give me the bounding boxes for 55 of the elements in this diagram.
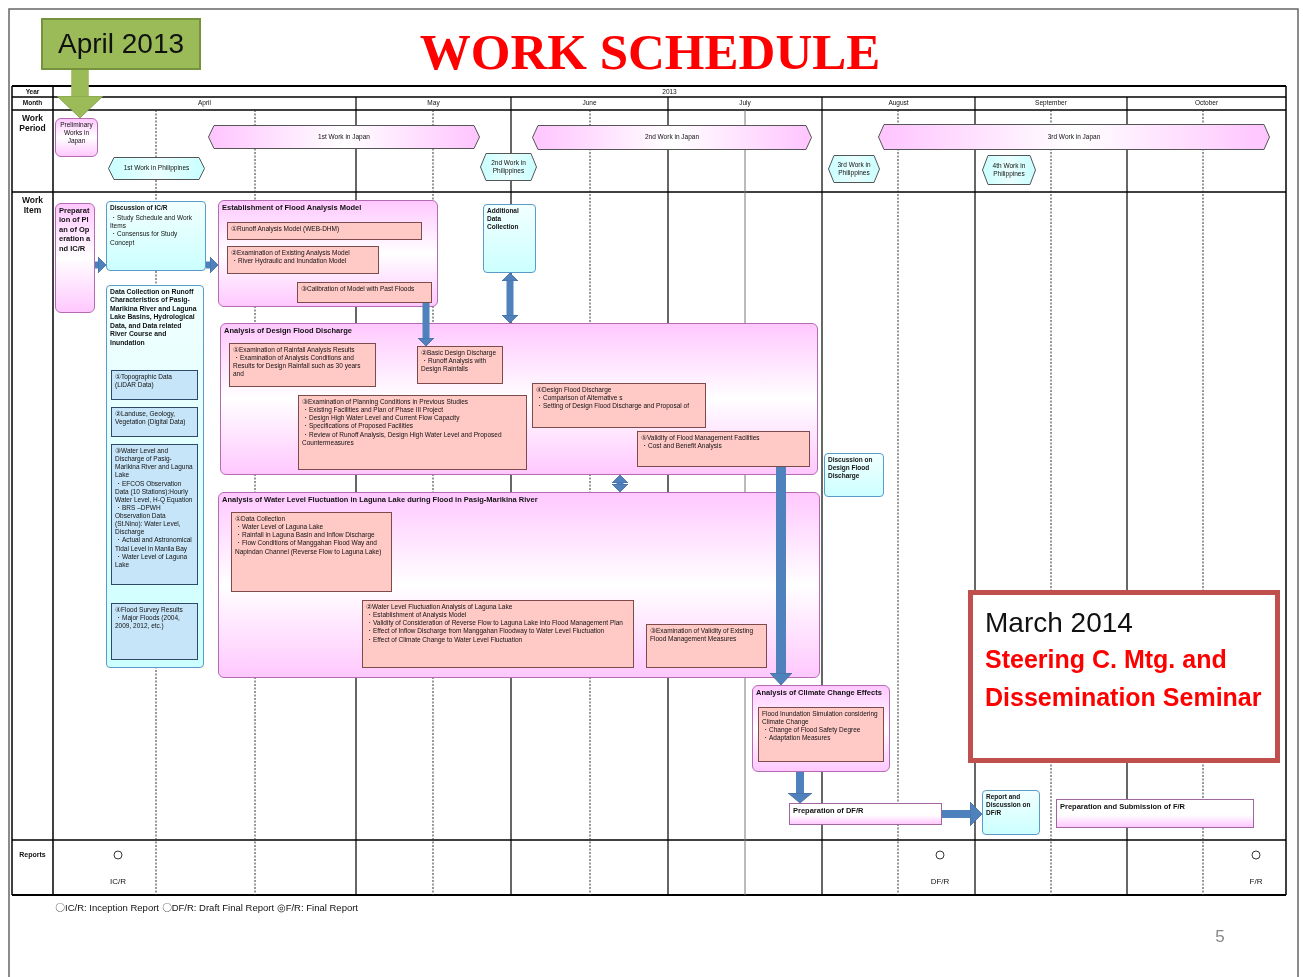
- callout-text: Steering C. Mtg. and Dissemination Seminar: [985, 644, 1263, 713]
- work-period-hexagon: [828, 155, 880, 183]
- subtask-box: [362, 600, 634, 668]
- subtask-box: [532, 383, 706, 428]
- block-arrow: [942, 801, 983, 827]
- block-arrow: [501, 272, 519, 324]
- task-box: [982, 790, 1040, 835]
- task-group-box: [218, 492, 820, 678]
- task-box: [106, 285, 204, 668]
- subtask-box: [646, 624, 767, 668]
- work-period-hexagon: [982, 155, 1036, 185]
- block-arrow: [787, 772, 813, 804]
- callout-text: March 2014: [985, 606, 1134, 640]
- task-group-box: [218, 200, 438, 307]
- block-arrow: [56, 70, 104, 119]
- block-arrow: [206, 256, 219, 274]
- report-label: DF/R: [929, 877, 951, 887]
- subtask-box: [227, 246, 379, 274]
- task-box: [824, 453, 884, 497]
- date-callout: [41, 18, 201, 70]
- task-group-box: [752, 685, 890, 772]
- callout-text: April 2013: [57, 28, 185, 60]
- subtask-box: [758, 707, 884, 762]
- data-item-box: [111, 603, 198, 660]
- page-title: WORK SCHEDULE: [418, 24, 882, 81]
- report-label: F/R: [1248, 877, 1264, 887]
- row-header: Work Period: [18, 114, 47, 134]
- row-header: Work Item: [20, 196, 45, 216]
- subtask-box: [637, 431, 810, 467]
- data-item-box: [111, 407, 198, 437]
- milestone-callout: [968, 590, 1280, 763]
- task-bar: [789, 803, 942, 825]
- report-label: IC/R: [109, 877, 127, 887]
- subtask-box: [229, 343, 376, 387]
- task-box: [483, 204, 536, 273]
- data-item-box: [111, 370, 198, 400]
- block-arrow: [417, 303, 435, 347]
- work-period-hexagon: [480, 153, 537, 181]
- page-number: 5: [1214, 927, 1226, 947]
- task-group-box: [55, 118, 98, 157]
- block-arrow: [611, 474, 629, 493]
- task-bar: [1056, 799, 1254, 828]
- task-box: [106, 201, 206, 271]
- task-group-box: [220, 323, 818, 475]
- block-arrow: [769, 467, 793, 686]
- subtask-box: [297, 282, 432, 303]
- subtask-box: [231, 512, 392, 592]
- legend-note: 〇IC/R: Inception Report 〇DF/R: Draft Final Report ◎F/R: Final Report: [55, 903, 359, 914]
- block-arrow: [95, 256, 107, 274]
- data-item-box: [111, 444, 198, 585]
- subtask-box: [227, 222, 422, 240]
- subtask-box: [298, 395, 527, 470]
- work-period-hexagon: [108, 157, 205, 180]
- subtask-box: [417, 346, 503, 384]
- task-group-box: [55, 203, 95, 313]
